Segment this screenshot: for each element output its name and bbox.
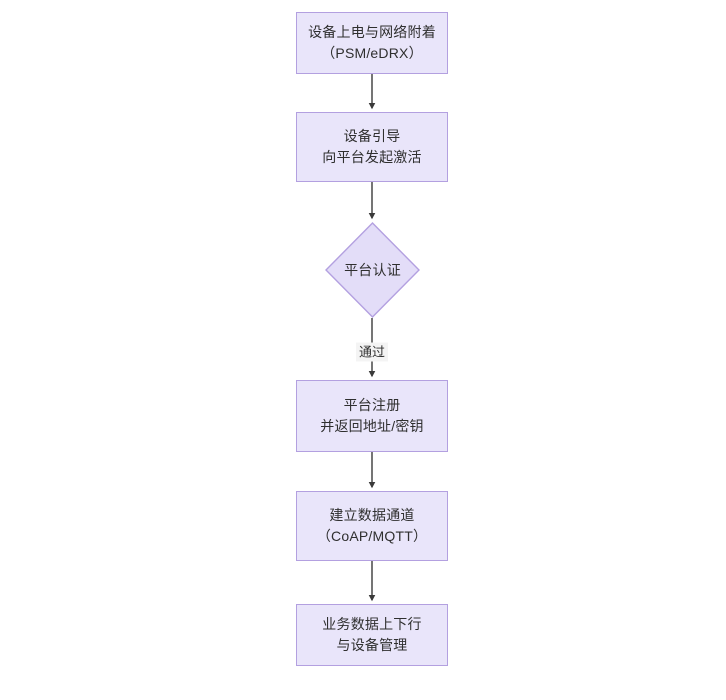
edge-label-pass: 通过 bbox=[355, 342, 389, 362]
node-device-power-on[interactable]: 设备上电与网络附着 （PSM/eDRX） bbox=[296, 12, 448, 74]
node-label: 设备上电与网络附着 （PSM/eDRX） bbox=[308, 24, 436, 61]
diamond-shape bbox=[325, 222, 420, 318]
node-platform-registration[interactable]: 平台注册 并返回地址/密钥 bbox=[296, 380, 448, 452]
node-label: 设备引导 向平台发起激活 bbox=[322, 128, 422, 165]
node-label: 建立数据通道 （CoAP/MQTT） bbox=[316, 507, 428, 544]
node-label: 平台认证 bbox=[344, 261, 401, 278]
node-platform-authentication[interactable]: 平台认证 bbox=[325, 222, 420, 318]
node-device-bootstrap[interactable]: 设备引导 向平台发起激活 bbox=[296, 112, 448, 182]
node-label: 业务数据上下行 与设备管理 bbox=[322, 616, 422, 653]
node-business-data-and-device-management[interactable]: 业务数据上下行 与设备管理 bbox=[296, 604, 448, 666]
node-label: 平台注册 并返回地址/密钥 bbox=[320, 397, 424, 434]
node-establish-data-channel[interactable]: 建立数据通道 （CoAP/MQTT） bbox=[296, 491, 448, 561]
